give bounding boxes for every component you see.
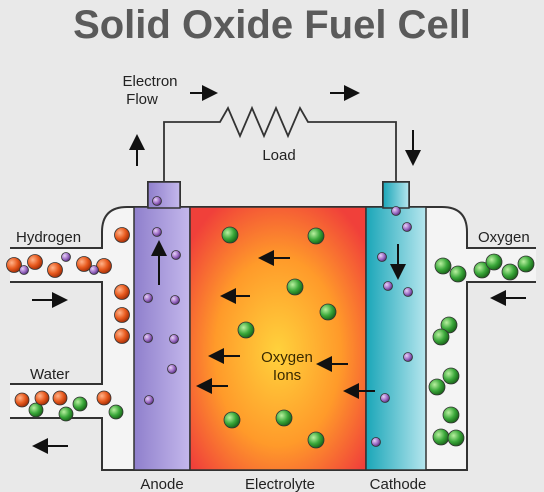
oxygen-atom [432,428,450,446]
oxygen-ion [275,409,293,427]
electron-particle [391,206,401,216]
oxygen-ion [307,431,325,449]
oxygen-atom [432,328,450,346]
electron-particle [144,395,154,405]
hydrogen-atom [114,227,130,243]
electron-flow-label: Electron [122,73,177,90]
electron-particle [152,227,162,237]
cathode-terminal [382,181,410,209]
hydrogen-atom [114,307,130,323]
anode-terminal [147,181,181,209]
oxygen-atom [108,404,124,420]
electron-particle [377,252,387,262]
electron-particle [380,393,390,403]
oxygen-ion [223,411,241,429]
electron-particle [171,250,181,260]
hydrogen-atom [114,284,130,300]
oxygen-ions-label: Ions [273,367,301,384]
oxygen-atom [447,429,465,447]
electron-particle [371,437,381,447]
electron-particle [402,222,412,232]
electron-particle [170,295,180,305]
oxygen-atom [485,253,503,271]
cathode-label: Cathode [370,476,427,492]
oxygen-atom [449,265,467,283]
oxygen-atom [517,255,535,273]
oxygen-atom [501,263,519,281]
oxygen-ion [286,278,304,296]
oxygen-atom [58,406,74,422]
oxygen-atom [442,406,460,424]
oxygen-atom [473,261,491,279]
electron-particle [383,281,393,291]
page-title: Solid Oxide Fuel Cell [73,3,471,47]
oxygen-atom [442,367,460,385]
load-label: Load [262,147,295,164]
electron-particle [169,334,179,344]
hydrogen-atom [96,258,112,274]
cathode-layer [365,206,427,471]
hydrogen-atom [47,262,63,278]
electron-flow-label: Flow [126,91,158,108]
electrolyte-label: Electrolyte [245,476,315,492]
anode-layer [133,206,191,471]
oxygen-atom [440,316,458,334]
electron-particle [167,364,177,374]
water-label: Water [30,366,69,383]
hydrogen-atom [52,390,68,406]
oxygen-label: Oxygen [478,229,530,246]
hydrogen-atom [114,328,130,344]
hydrogen-atom [96,390,112,406]
electron-particle [143,333,153,343]
hydrogen-atom [34,390,50,406]
oxygen-ion [307,227,325,245]
oxygen-ions-label: Oxygen [261,349,313,366]
electron-particle [152,196,162,206]
electron-particle [403,287,413,297]
electron-particle [143,293,153,303]
oxygen-atom [428,378,446,396]
hydrogen-label: Hydrogen [16,229,81,246]
hydrogen-atom [76,256,92,272]
oxygen-atom [434,257,452,275]
oxygen-ion [319,303,337,321]
anode-label: Anode [140,476,183,492]
electron-particle [403,352,413,362]
oxygen-ion [237,321,255,339]
hydrogen-atom [14,392,30,408]
oxygen-ion [221,226,239,244]
electron-particle [19,265,29,275]
resistor-icon [163,105,397,182]
hydrogen-atom [27,254,43,270]
electron-particle [89,265,99,275]
hydrogen-atom [6,257,22,273]
oxygen-atom [72,396,88,412]
electrolyte-layer [189,206,367,471]
oxygen-atom [28,402,44,418]
electron-particle [61,252,71,262]
